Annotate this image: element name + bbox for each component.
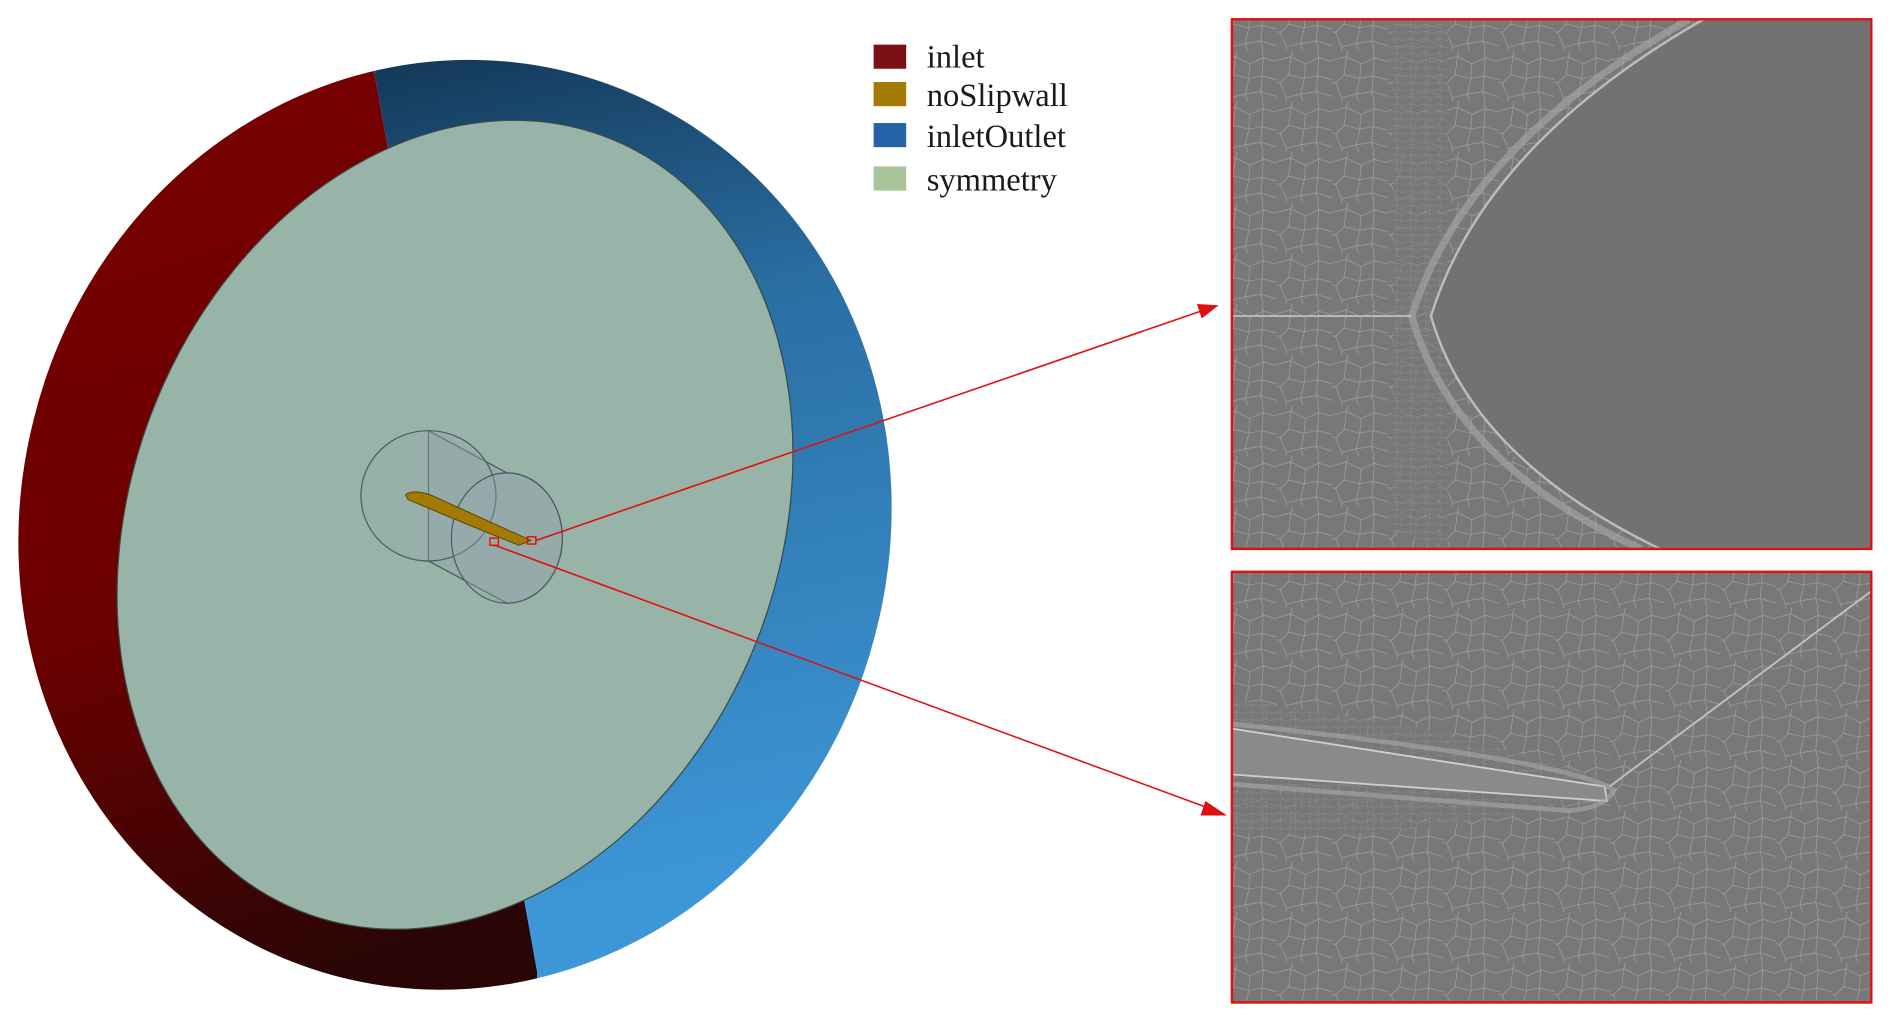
airfoil-noslipwall: [404, 491, 533, 546]
arrow-to-leading-edge: [535, 304, 1219, 542]
mesh-panel-leading-edge: [1230, 18, 1873, 551]
legend-item-inletoutlet: inletOutlet: [873, 119, 1066, 155]
mesh-panel-trailing-edge: [1230, 570, 1873, 1004]
arrow-to-trailing-edge: [494, 544, 1228, 816]
legend-swatch: [873, 123, 907, 148]
legend-item-noslipwall: noSlipwall: [873, 78, 1068, 114]
legend-swatch: [873, 82, 907, 107]
symmetry-face: [116, 119, 794, 930]
legend-swatch: [873, 166, 907, 191]
legend-label: noSlipwall: [927, 78, 1068, 114]
zoom-box-trailing-edge: [489, 537, 500, 547]
legend-item-inlet: inlet: [873, 40, 985, 76]
legend: inlet noSlipwall inletOutlet symmetry: [873, 40, 1068, 199]
legend-swatch: [873, 44, 907, 69]
legend-label: symmetry: [927, 163, 1058, 199]
domain-disk: [18, 59, 892, 990]
legend-label: inletOutlet: [927, 119, 1066, 155]
legend-item-symmetry: symmetry: [873, 163, 1058, 199]
legend-label: inlet: [927, 40, 985, 76]
